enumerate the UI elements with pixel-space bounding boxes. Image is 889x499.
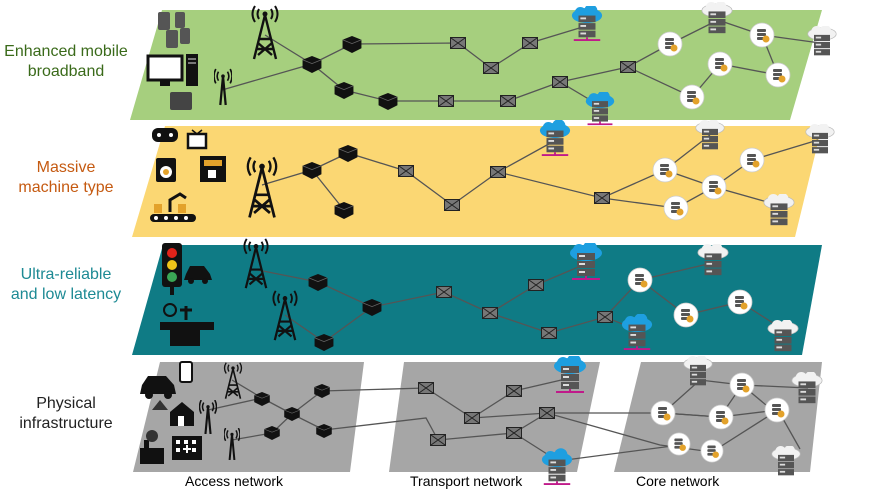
urllc-core-node-icon: [727, 289, 753, 315]
physical-switch-icon: [418, 382, 434, 394]
physical-switch-icon: [506, 427, 522, 439]
urllc-devices: [160, 243, 214, 346]
slice-label-embb-line1: Enhanced mobile: [4, 43, 128, 60]
slice-label-embb: Enhanced mobile broadband: [2, 42, 130, 82]
slice-label-physical-line2: infrastructure: [19, 415, 113, 432]
phone-icon: [180, 28, 190, 44]
urllc-switch-icon: [436, 286, 452, 298]
tablet-icon: [166, 30, 178, 48]
slice-label-physical-line1: Physical: [36, 395, 96, 412]
mmtc-devices: [150, 128, 226, 222]
tablet-icon: [170, 92, 192, 110]
mmtc-core-node-icon: [663, 195, 689, 221]
hospital-icon: [172, 436, 202, 460]
phone-icon: [179, 361, 193, 383]
embb-switch-icon: [522, 37, 538, 49]
phone-icon: [175, 12, 185, 28]
slice-label-mmtc-line1: Massive: [36, 159, 96, 176]
physical-switch-icon: [539, 407, 555, 419]
physical-core-node-icon: [700, 439, 724, 463]
car-icon: [140, 376, 176, 394]
mmtc-switch-icon: [490, 166, 506, 178]
embb-core-node-icon: [679, 84, 705, 110]
slice-mmtc-plane: [132, 126, 822, 237]
embb-switch-icon: [483, 62, 499, 74]
physical-core-node-icon: [667, 432, 691, 456]
transport-network-label: Transport network: [410, 473, 523, 489]
embb-core-node-icon: [707, 51, 733, 77]
urllc-core-node-icon: [673, 302, 699, 328]
embb-switch-icon: [500, 95, 516, 107]
slice-label-mmtc: Massive machine type: [2, 158, 130, 198]
embb-core-node-icon: [765, 62, 791, 88]
physical-switch-icon: [430, 434, 446, 446]
mmtc-core-node-icon: [739, 147, 765, 173]
coffee-machine-icon: [200, 156, 226, 182]
factory-plant-icon: [140, 430, 164, 464]
embb-switch-icon: [450, 37, 466, 49]
physical-core-node-icon: [708, 404, 734, 430]
physical-core-node-icon: [764, 397, 790, 423]
urllc-core-node-icon: [627, 267, 653, 293]
surgery-robot-icon: [160, 303, 214, 346]
slice-label-urllc: Ultra-reliable and low latency: [2, 265, 130, 305]
slice-label-embb-line2: broadband: [27, 63, 105, 80]
physical-core-node-icon: [650, 400, 676, 426]
mmtc-switch-icon: [444, 199, 460, 211]
mmtc-core-node-icon: [652, 157, 678, 183]
urllc-switch-icon: [482, 307, 498, 319]
urllc-switch-icon: [541, 327, 557, 339]
car-icon: [184, 266, 212, 280]
urllc-switch-icon: [528, 279, 544, 291]
factory-robot-icon: [150, 192, 196, 222]
embb-switch-icon: [438, 95, 454, 107]
embb-devices: [146, 12, 198, 110]
physical-devices: [140, 361, 202, 464]
physical-switch-icon: [464, 412, 480, 424]
embb-switch-icon: [620, 61, 636, 73]
urllc-switch-icon: [597, 311, 613, 323]
access-network-label: Access network: [185, 473, 284, 489]
slice-label-mmtc-line2: machine type: [18, 179, 114, 196]
mmtc-core-node-icon: [701, 174, 727, 200]
physical-core-node-icon: [729, 372, 755, 398]
core-network-label: Core network: [636, 473, 720, 489]
monitor-icon: [146, 54, 184, 82]
gamepad-icon: [152, 128, 178, 142]
slice-label-urllc-line2: and low latency: [10, 286, 122, 303]
slice-embb-plane: [130, 10, 822, 120]
slice-label-physical: Physical infrastructure: [2, 394, 130, 434]
mmtc-switch-icon: [594, 192, 610, 204]
embb-core-node-icon: [749, 22, 775, 48]
slice-label-urllc-line1: Ultra-reliable: [20, 266, 112, 283]
physical-switch-icon: [506, 385, 522, 397]
tv-icon: [186, 132, 208, 150]
tablet-icon: [158, 12, 170, 30]
smart-home-icon: [152, 400, 194, 426]
mmtc-switch-icon: [398, 165, 414, 177]
embb-core-node-icon: [657, 31, 683, 57]
embb-switch-icon: [552, 76, 568, 88]
